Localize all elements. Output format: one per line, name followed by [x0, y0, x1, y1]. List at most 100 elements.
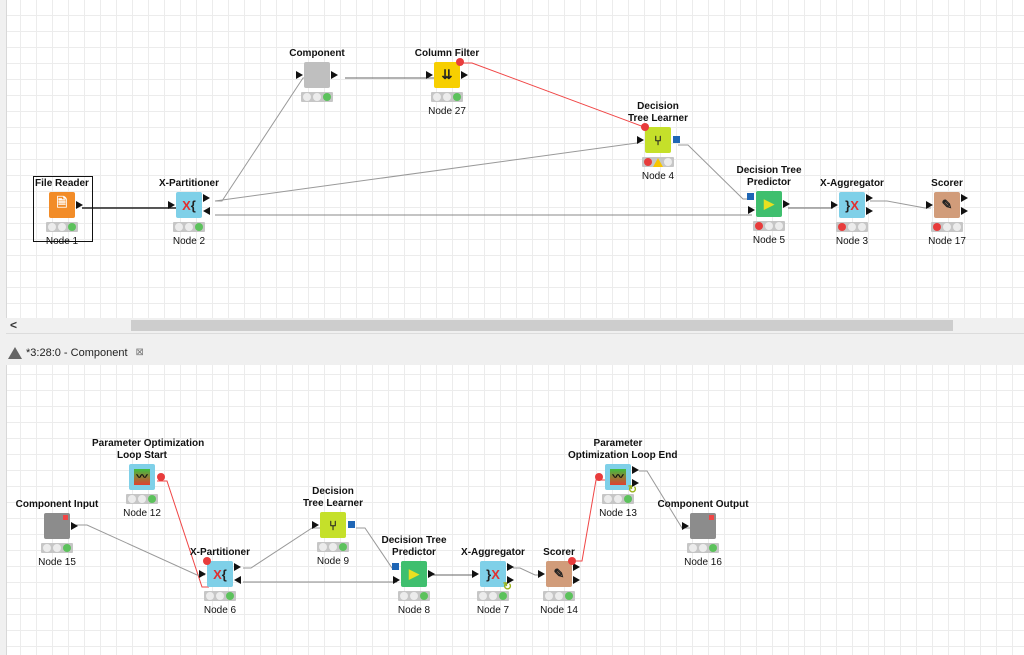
- file-reader-icon: 🗎: [49, 192, 83, 218]
- output-port[interactable]: [203, 194, 210, 202]
- scroll-left-arrow[interactable]: <: [10, 318, 18, 332]
- output-port[interactable]: [234, 563, 241, 571]
- component-warning-icon: [8, 346, 22, 359]
- node-title: X-Partitioner: [189, 547, 250, 558]
- input-port[interactable]: [637, 136, 644, 144]
- status-lights: [753, 221, 785, 231]
- flow-variable-port[interactable]: [568, 557, 576, 565]
- input-port[interactable]: [538, 570, 545, 578]
- node-decision-tree-learner[interactable]: Decision Tree Learner ⑂ Node 4: [608, 101, 708, 182]
- node-x-aggregator[interactable]: X-Aggregator }X ↻ Node 7: [443, 547, 543, 616]
- node-scorer[interactable]: Scorer ✎ Node 17: [897, 178, 997, 247]
- node-label[interactable]: Node 14: [540, 605, 578, 616]
- node-label[interactable]: Node 1: [45, 236, 79, 247]
- output-port[interactable]: [866, 207, 873, 215]
- decision-tree-predictor-icon: ▶: [392, 561, 435, 587]
- input-port[interactable]: [296, 71, 303, 79]
- output-port[interactable]: [573, 563, 580, 571]
- node-label[interactable]: Node 13: [599, 508, 637, 519]
- input-port[interactable]: [472, 570, 479, 578]
- node-component-output[interactable]: Component Output Node 16: [653, 499, 753, 568]
- input-port[interactable]: [682, 522, 689, 530]
- output-port[interactable]: [783, 200, 790, 208]
- node-label[interactable]: Node 16: [684, 557, 722, 568]
- input-port[interactable]: [203, 207, 210, 215]
- node-component[interactable]: Component: [267, 48, 367, 102]
- flow-variable-port[interactable]: [157, 473, 165, 481]
- node-x-partitioner[interactable]: X-Partitioner X{ Node 6: [170, 547, 270, 616]
- input-port[interactable]: [426, 71, 433, 79]
- output-port[interactable]: [76, 201, 83, 209]
- node-title: Tree Learner: [302, 498, 364, 509]
- node-label[interactable]: Node 17: [928, 236, 966, 247]
- scrollbar-thumb[interactable]: [131, 320, 953, 331]
- model-output-port[interactable]: [348, 521, 355, 528]
- node-label[interactable]: Node 7: [476, 605, 510, 616]
- node-x-partitioner[interactable]: X-Partitioner X{ Node 2: [139, 178, 239, 247]
- input-port[interactable]: [168, 201, 175, 209]
- node-label[interactable]: Node 27: [428, 106, 466, 117]
- input-port[interactable]: [831, 201, 838, 209]
- node-label[interactable]: Node 4: [641, 171, 675, 182]
- flow-variable-port[interactable]: [641, 123, 649, 131]
- node-label[interactable]: Node 3: [835, 236, 869, 247]
- node-parameter-optimization-loop-end[interactable]: Parameter Optimization Loop End 〰 ↻ Node…: [568, 438, 677, 519]
- input-port[interactable]: [234, 576, 241, 584]
- flow-variable-port[interactable]: [456, 58, 464, 66]
- node-decision-tree-predictor[interactable]: Decision Tree Predictor ▶ Node 5: [719, 165, 819, 246]
- output-port[interactable]: [331, 71, 338, 79]
- output-port[interactable]: [71, 522, 78, 530]
- node-label[interactable]: Node 15: [38, 557, 76, 568]
- node-label[interactable]: Node 2: [172, 236, 206, 247]
- node-x-aggregator[interactable]: X-Aggregator }X Node 3: [802, 178, 902, 247]
- node-title: File Reader: [35, 178, 89, 189]
- node-decision-tree-predictor[interactable]: Decision Tree Predictor ▶ Node 8: [364, 535, 464, 616]
- model-input-port[interactable]: [392, 563, 399, 570]
- node-label[interactable]: Node 8: [397, 605, 431, 616]
- input-port[interactable]: [748, 206, 755, 214]
- node-label[interactable]: Node 9: [316, 556, 350, 567]
- output-port[interactable]: [961, 194, 968, 202]
- x-partitioner-icon: X{: [199, 557, 241, 587]
- output-port[interactable]: [461, 71, 468, 79]
- flow-variable-port[interactable]: [203, 557, 211, 565]
- node-label[interactable]: Node 6: [203, 605, 237, 616]
- output-port[interactable]: [573, 576, 580, 584]
- node-parameter-optimization-loop-start[interactable]: Parameter Optimization Loop Start 〰 Node…: [92, 438, 204, 519]
- output-port[interactable]: [507, 563, 514, 571]
- input-port[interactable]: [393, 576, 400, 584]
- input-port[interactable]: [312, 521, 319, 529]
- node-label[interactable]: Node 12: [123, 508, 161, 519]
- model-output-port[interactable]: [673, 136, 680, 143]
- horizontal-scrollbar[interactable]: <: [6, 318, 1024, 334]
- input-port[interactable]: [926, 201, 933, 209]
- output-port[interactable]: [507, 576, 514, 584]
- output-port[interactable]: [632, 479, 639, 487]
- node-title: X-Partitioner: [158, 178, 219, 189]
- node-file-reader[interactable]: File Reader 🗎 Node 1: [12, 178, 112, 247]
- node-label[interactable]: Node 5: [752, 235, 786, 246]
- close-icon[interactable]: ⊠: [135, 347, 144, 358]
- node-component-input[interactable]: Component Input Node 15: [7, 499, 107, 568]
- status-lights: [477, 591, 509, 601]
- output-port[interactable]: [632, 466, 639, 474]
- node-decision-tree-learner[interactable]: Decision Tree Learner ⑂ Node 9: [283, 486, 383, 567]
- output-port[interactable]: [428, 570, 435, 578]
- node-title: Decision Tree: [736, 165, 802, 176]
- status-lights: [301, 92, 333, 102]
- output-port[interactable]: [961, 207, 968, 215]
- tab-title: *3:28:0 - Component: [26, 346, 128, 359]
- x-partitioner-icon: X{: [168, 192, 210, 218]
- status-lights: [642, 157, 674, 167]
- model-input-port[interactable]: [747, 193, 754, 200]
- node-column-filter[interactable]: Column Filter ⇊ Node 27: [397, 48, 497, 117]
- warning-icon: [652, 157, 663, 167]
- workflow-canvas-top[interactable]: File Reader 🗎 Node 1 X-Partitioner X{ No…: [6, 0, 1024, 318]
- node-title: Scorer: [543, 547, 575, 558]
- workflow-canvas-component[interactable]: Parameter Optimization Loop Start 〰 Node…: [6, 365, 1024, 655]
- input-port[interactable]: [199, 570, 206, 578]
- tab-component[interactable]: *3:28:0 - Component ⊠: [2, 340, 150, 365]
- node-scorer[interactable]: Scorer ✎ Node 14: [509, 547, 609, 616]
- output-port[interactable]: [866, 194, 873, 202]
- flow-variable-port[interactable]: [595, 473, 603, 481]
